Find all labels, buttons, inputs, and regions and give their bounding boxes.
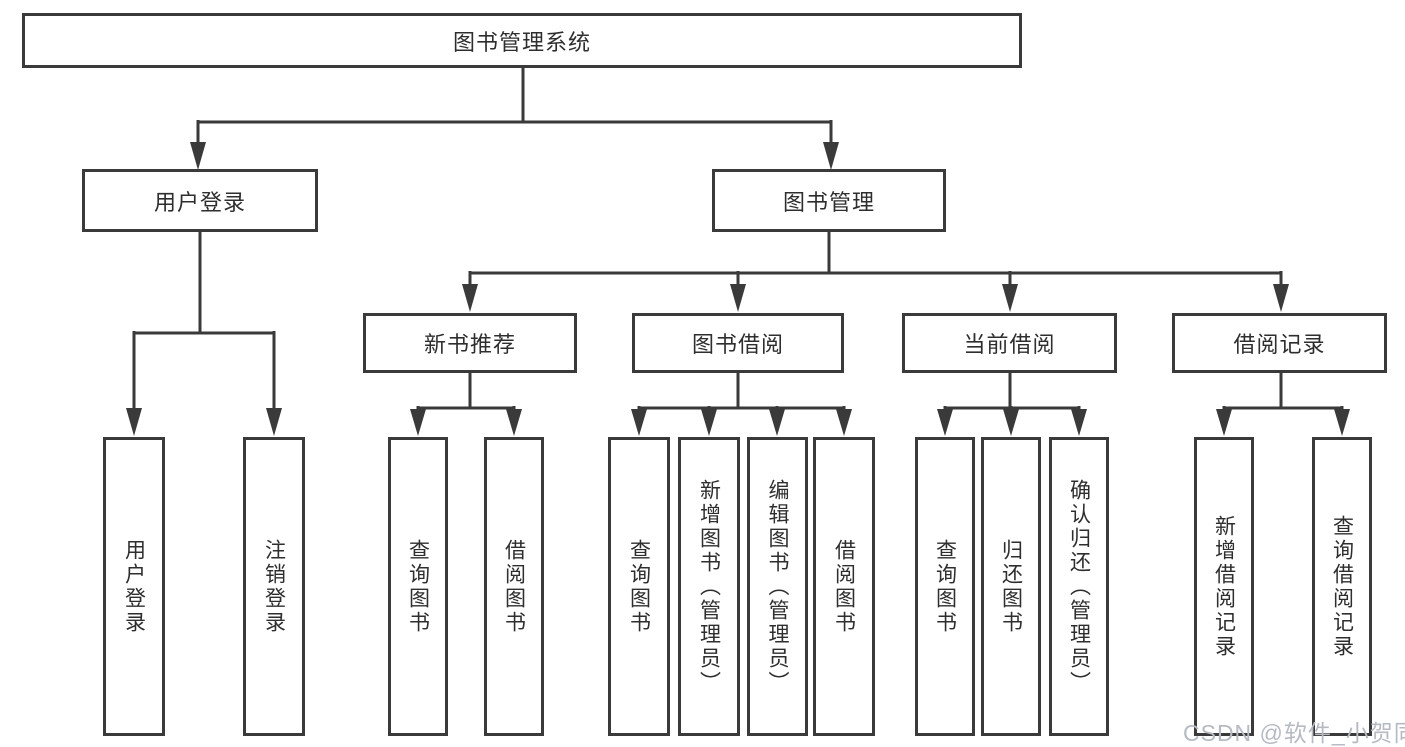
node-root: 图书管理系统 (22, 13, 1022, 68)
leaf-query-book-rec-label: 查询图书 (406, 538, 430, 635)
leaf-add-borrow-record-label: 新增借阅记录 (1212, 514, 1236, 659)
connector-user-login-children (132, 231, 276, 416)
node-current-borrow-label: 当前借阅 (963, 332, 1056, 357)
leaf-return-book: 归还图书 (981, 437, 1041, 736)
leaf-borrow-book-rec-label: 借阅图书 (502, 538, 526, 635)
leaf-borrow-book-rec: 借阅图书 (484, 437, 544, 736)
leaf-query-book-current: 查询图书 (915, 437, 975, 736)
node-new-book-rec-label: 新书推荐 (423, 332, 516, 357)
connector-book-mgmt-children (468, 231, 1283, 292)
node-root-label: 图书管理系统 (452, 29, 591, 55)
leaf-logout: 注销登录 (243, 437, 305, 736)
node-user-login-label: 用户登录 (153, 189, 246, 215)
leaf-query-book-current-label: 查询图书 (933, 538, 957, 635)
leaf-borrow-book-borrow: 借阅图书 (813, 437, 875, 736)
leaf-user-login-label: 用户登录 (122, 538, 146, 635)
leaf-add-book-admin: 新增图书（管理员） (678, 437, 740, 736)
node-current-borrow: 当前借阅 (902, 313, 1117, 373)
node-borrow-record-label: 借阅记录 (1233, 332, 1326, 357)
connector-book-borrow-children (637, 372, 846, 414)
node-book-borrow: 图书借阅 (632, 313, 844, 373)
leaf-user-login: 用户登录 (103, 437, 165, 736)
csdn-watermark: CSDN @软件_小贺同学 (1183, 720, 1405, 746)
leaf-return-book-label: 归还图书 (999, 538, 1023, 635)
node-user-login: 用户登录 (82, 169, 318, 232)
leaf-query-book-borrow: 查询图书 (608, 437, 670, 736)
connector-current-borrow-children (943, 372, 1081, 414)
leaf-query-book-borrow-label: 查询图书 (627, 538, 651, 635)
leaf-add-borrow-record: 新增借阅记录 (1194, 437, 1254, 736)
connector-root-to-level2 (196, 67, 833, 150)
connector-new-book-rec-children (416, 372, 516, 414)
node-book-mgmt-label: 图书管理 (782, 189, 875, 215)
node-book-mgmt: 图书管理 (712, 169, 946, 232)
leaf-query-borrow-record: 查询借阅记录 (1312, 437, 1372, 736)
leaf-edit-book-admin: 编辑图书（管理员） (747, 437, 808, 736)
leaf-confirm-return-admin: 确认归还（管理员） (1049, 437, 1109, 736)
node-borrow-record: 借阅记录 (1172, 313, 1387, 373)
leaf-edit-book-admin-label: 编辑图书（管理员） (766, 478, 789, 695)
leaf-add-book-admin-label: 新增图书（管理员） (697, 478, 721, 695)
leaf-logout-label: 注销登录 (262, 538, 286, 635)
leaf-query-borrow-record-label: 查询借阅记录 (1330, 514, 1354, 659)
leaf-query-book-rec: 查询图书 (388, 437, 448, 736)
leaf-borrow-book-borrow-label: 借阅图书 (832, 538, 856, 635)
leaf-confirm-return-admin-label: 确认归还（管理员） (1067, 478, 1091, 695)
node-new-book-rec: 新书推荐 (363, 313, 577, 373)
node-book-borrow-label: 图书借阅 (691, 332, 784, 357)
connector-borrow-record-children (1222, 372, 1344, 414)
